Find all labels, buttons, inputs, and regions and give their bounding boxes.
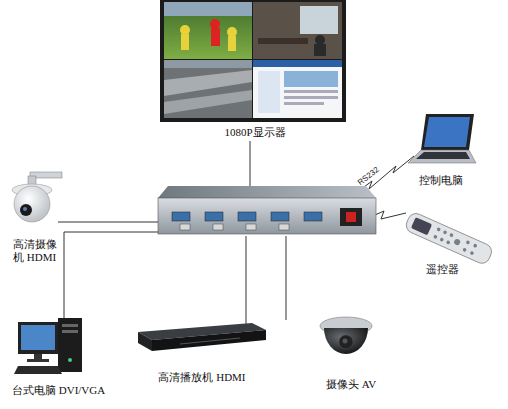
wire	[246, 236, 247, 326]
website-view	[253, 60, 342, 118]
device-label: 遥控器	[426, 263, 459, 276]
power-socket	[340, 208, 362, 226]
highway-view	[164, 60, 252, 118]
display-node: 1080P显示器	[224, 126, 285, 139]
office-view	[253, 2, 342, 59]
dome-camera-picture	[320, 317, 372, 354]
monitor-bezel	[160, 0, 346, 122]
device-label: 高清摄像机 HDMI	[13, 238, 63, 264]
device-label: 台式电脑 DVI/VGA	[12, 384, 105, 397]
monitor-picture	[160, 0, 346, 122]
switcher-front	[158, 198, 376, 234]
control-pc-node: 控制电脑	[419, 174, 463, 187]
desktop-node: 台式电脑 DVI/VGA	[12, 384, 105, 397]
desktop-picture	[14, 318, 82, 374]
player-node: 高清播放机 HDMI	[158, 371, 245, 384]
wire	[58, 222, 160, 223]
remote-node: 遥控器	[426, 263, 459, 276]
device-label: 摄像头 AV	[326, 378, 376, 391]
camera-node: 摄像头 AV	[326, 378, 376, 391]
ptz-camera-picture	[12, 172, 62, 222]
hd-camera-node: 高清摄像机 HDMI	[13, 238, 63, 264]
switcher-top	[158, 186, 376, 198]
device-label: 控制电脑	[419, 174, 463, 187]
wire	[64, 232, 160, 318]
matrix-switcher	[158, 186, 376, 234]
signal-wires	[58, 141, 414, 326]
player-picture	[138, 323, 266, 351]
device-label: 高清播放机 HDMI	[158, 371, 245, 384]
remote-picture	[404, 211, 494, 266]
laptop-picture	[408, 114, 476, 163]
football-view	[164, 2, 252, 59]
device-label: 1080P显示器	[224, 126, 285, 139]
wire	[286, 236, 287, 320]
wire	[250, 141, 251, 188]
